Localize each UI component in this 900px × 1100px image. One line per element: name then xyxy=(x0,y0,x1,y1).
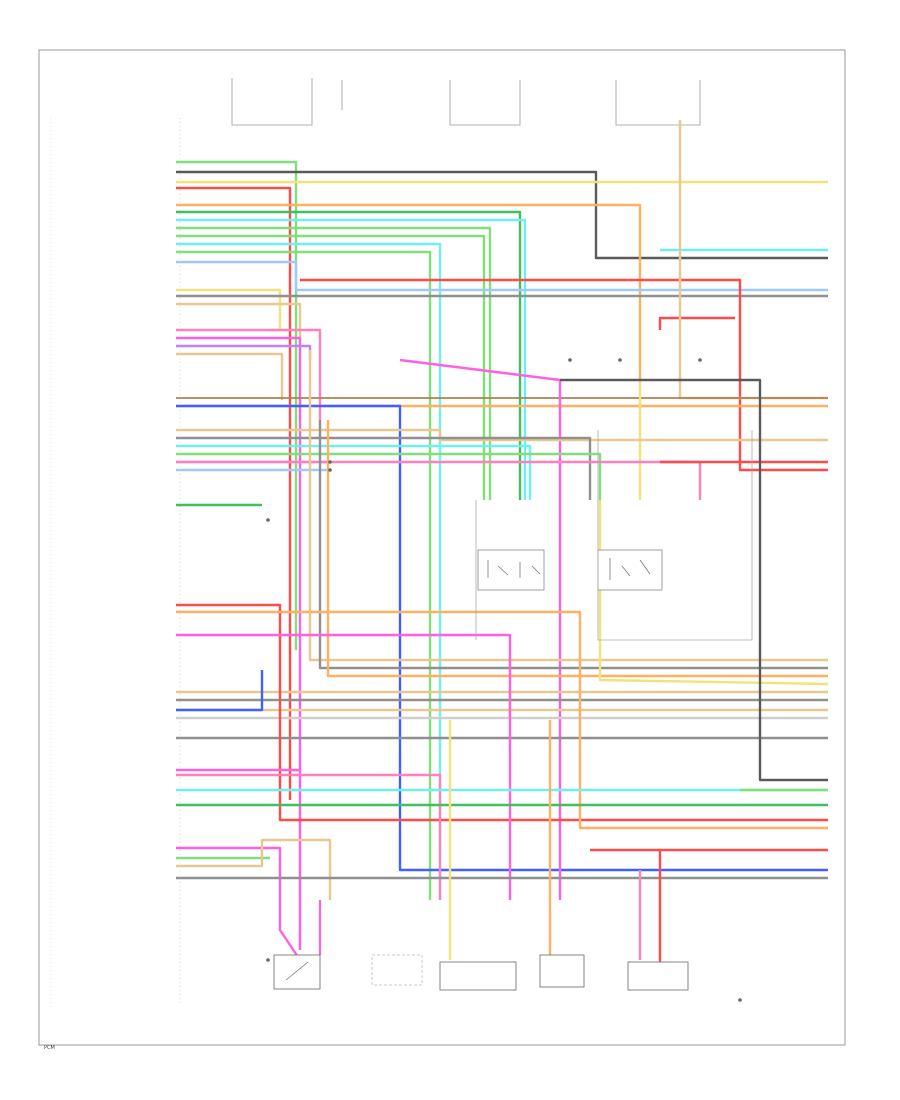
wire-pink-4 xyxy=(176,773,442,900)
wire-cyan-3 xyxy=(176,444,532,500)
wire-cyan-b xyxy=(176,242,442,900)
wire-lightgreen-b xyxy=(176,226,492,500)
wire-darkgray-top xyxy=(176,170,828,260)
component-bottom-1 xyxy=(273,954,321,990)
wire-orange-v3 xyxy=(326,420,828,678)
ground-point xyxy=(328,460,332,464)
wire-magenta-5 xyxy=(176,846,301,961)
wire-pink-1 xyxy=(176,328,322,420)
component-relay-right xyxy=(597,549,663,591)
ground-symbols xyxy=(266,358,742,1002)
wire-red-big xyxy=(300,278,828,472)
wire-tan-v1 xyxy=(308,350,828,662)
ground-point xyxy=(698,358,702,362)
wire-tan-2 xyxy=(176,352,284,400)
ground-point xyxy=(266,518,270,522)
ground-point xyxy=(568,358,572,362)
wire-magenta-1 xyxy=(176,336,302,950)
wire-red-a xyxy=(176,186,292,800)
diagram-border xyxy=(38,49,846,1046)
wire-tan-3 xyxy=(176,428,828,442)
wire-red-3 xyxy=(176,603,828,822)
top-fuse-box-4 xyxy=(615,80,701,126)
ground-point xyxy=(738,998,742,1002)
wire-lightgreen-top xyxy=(176,160,298,650)
footer-label: PCM xyxy=(44,1045,55,1051)
wire-red-hook xyxy=(658,316,735,330)
wire-lightgreen-e xyxy=(176,452,602,500)
wire-blue-1 xyxy=(176,404,828,872)
wire-green-a xyxy=(176,210,522,500)
component-bottom-5 xyxy=(627,961,689,991)
top-fuse-box-3 xyxy=(449,80,521,126)
wire-blue-2 xyxy=(176,670,264,712)
wire-yellow-v4 xyxy=(598,500,829,686)
wire-orange-a xyxy=(176,203,642,380)
wire-gray-v2 xyxy=(318,420,828,670)
wire-gray-2 xyxy=(176,436,592,500)
wire-lightgreen-d xyxy=(176,250,432,900)
wire-magenta-3 xyxy=(176,633,512,900)
ground-point xyxy=(328,468,332,472)
component-relay-left xyxy=(477,549,545,591)
component-bottom-4 xyxy=(539,954,585,988)
ground-point xyxy=(266,958,270,962)
top-fuse-box-1 xyxy=(231,78,313,126)
wire-lightblue-a xyxy=(176,260,828,292)
pcm-connector xyxy=(50,118,181,1010)
component-bottom-2 xyxy=(371,954,423,986)
wire-tan-4 xyxy=(176,838,332,900)
ground-point xyxy=(618,358,622,362)
wires xyxy=(176,120,829,962)
wire-lightgreen-c xyxy=(176,234,486,500)
component-bottom-3 xyxy=(439,961,517,991)
wire-orange-3 xyxy=(176,610,828,830)
wire-pink-2 xyxy=(176,460,702,500)
wire-darkgray-right xyxy=(560,378,828,782)
box-right-bracket xyxy=(597,430,753,641)
